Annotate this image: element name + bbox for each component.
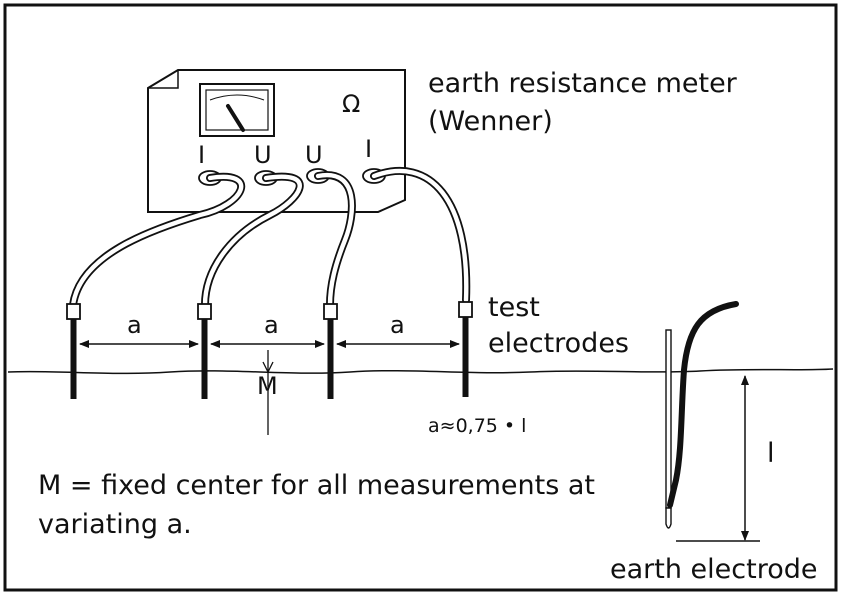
electrodes-label-line2: electrodes [488,328,629,359]
gauge-dial [199,83,275,137]
earth-resistance-meter: Ω I U U I [147,69,406,213]
electrode-3 [323,303,338,399]
spacing-label-2: a [264,311,279,339]
electrode-1 [66,303,81,399]
meter-title-line1: earth resistance meter [428,68,738,99]
center-label: M [257,372,278,400]
test-electrodes [66,301,473,399]
note-line2: variating a. [38,509,192,540]
terminal-label-u-right: U [305,141,323,169]
outer-border [3,3,838,592]
earth-electrode [665,301,739,529]
electrode-4 [458,301,473,397]
terminal-label-i-right: I [365,135,372,163]
depth-label: l [767,438,775,469]
spacing-formula: a≈0,75 • l [428,415,526,437]
ground-line [7,368,834,375]
electrodes-label-line1: test [488,292,540,323]
note-line1: M = fixed center for all measurements at [38,470,595,501]
terminal-label-i-left: I [198,141,205,169]
earth-electrode-label: earth electrode [610,554,817,585]
ohm-symbol: Ω [342,90,360,118]
electrode-2 [197,303,212,399]
spacing-label-3: a [390,311,405,339]
meter-title-line2: (Wenner) [428,106,553,137]
terminal-label-u-left: U [254,141,272,169]
cables [69,167,471,309]
center-marker [262,350,274,435]
spacing-label-1: a [127,311,142,339]
depth-arrow [676,375,760,542]
gauge-needle [226,104,245,132]
